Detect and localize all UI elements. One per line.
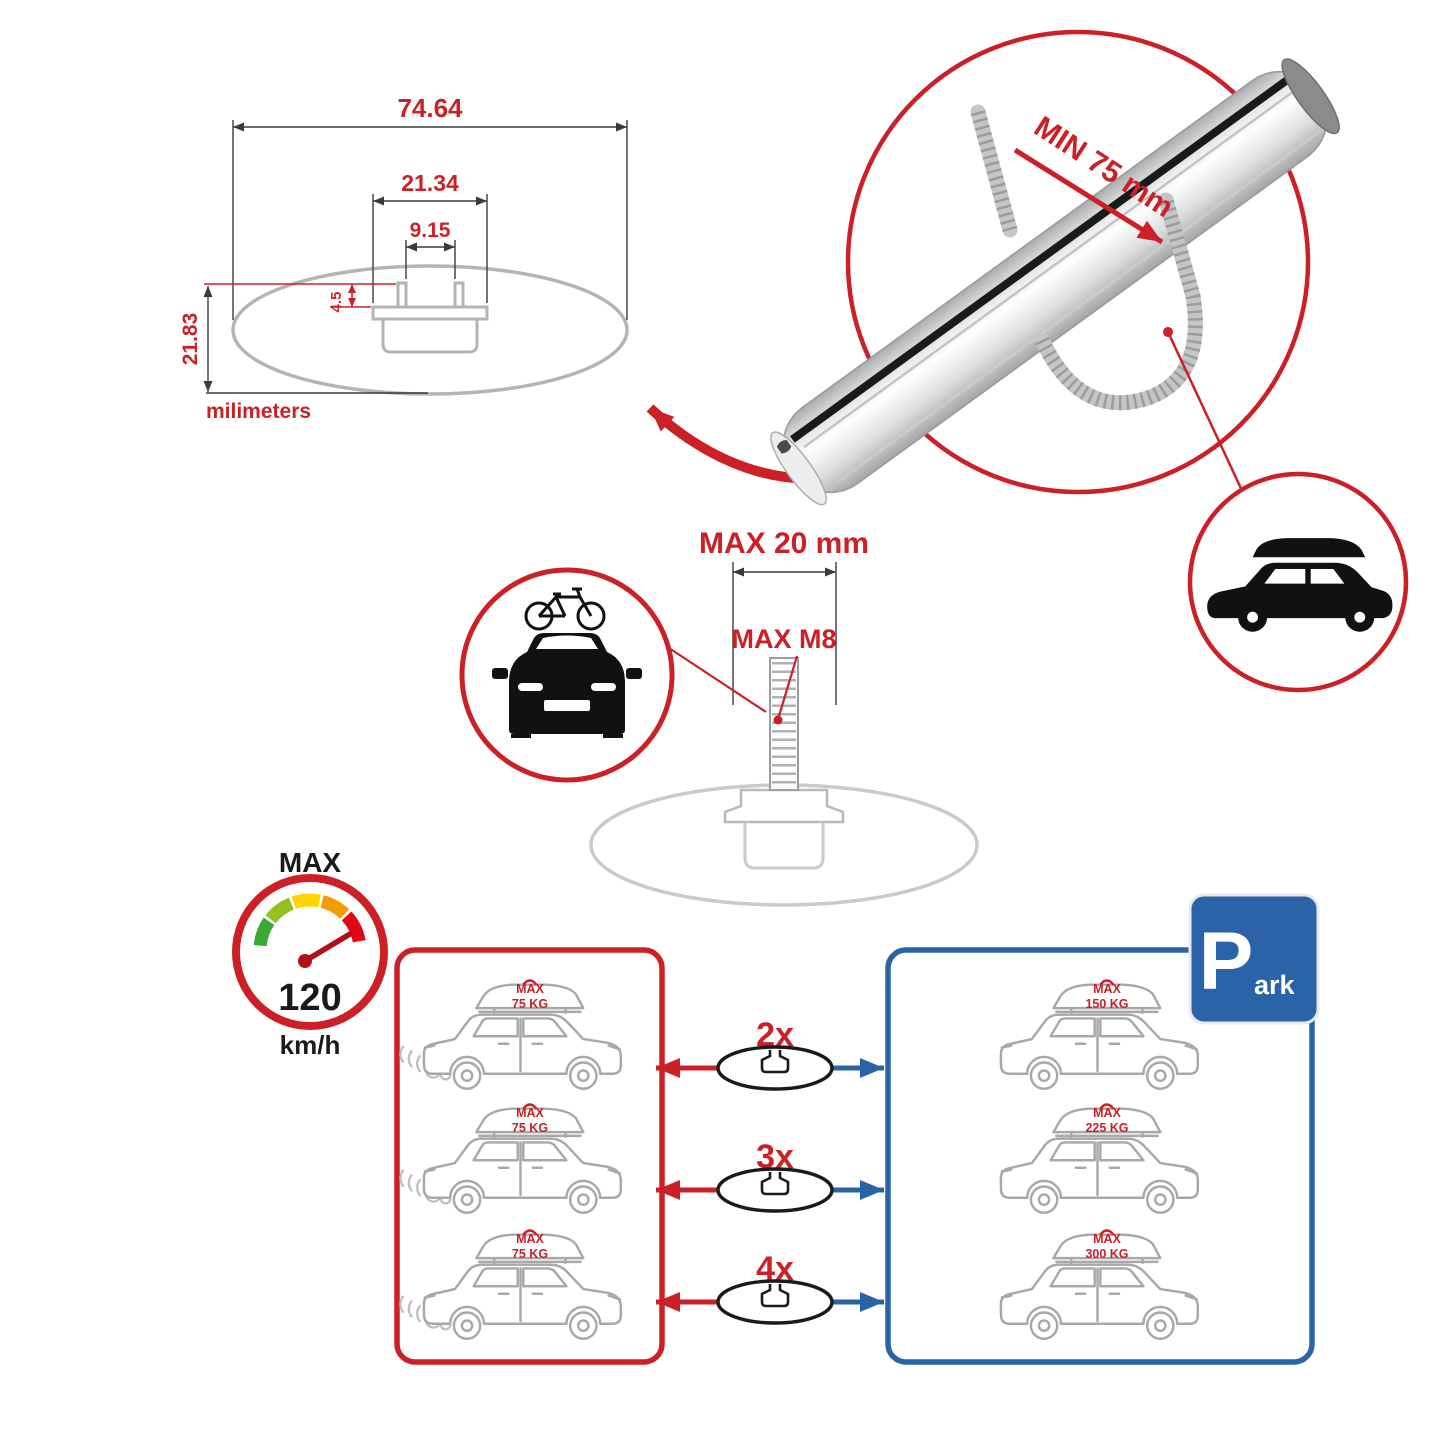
bar-count-option-row: 4x bbox=[656, 1250, 884, 1325]
dimension-total-width-value: 74.64 bbox=[397, 93, 463, 123]
cargo-max-label: MAX bbox=[1093, 1232, 1121, 1246]
cargo-load-value: 75 KG bbox=[512, 1121, 548, 1135]
min-clamp-arrow bbox=[1013, 147, 1164, 245]
cargo-max-label: MAX bbox=[1093, 982, 1121, 996]
max-bolt-length-label: MAX 20 mm bbox=[699, 527, 869, 560]
crossbar-section-icon bbox=[716, 1167, 834, 1213]
cargo-load-value: 300 KG bbox=[1085, 1247, 1128, 1261]
parked-car-row: MAX 150 KG bbox=[999, 979, 1200, 1090]
cargo-max-label: MAX bbox=[516, 982, 544, 996]
park-sign-p: P bbox=[1199, 916, 1254, 1007]
cargo-load-value: 75 KG bbox=[512, 997, 548, 1011]
speedometer-arcs bbox=[253, 893, 366, 947]
crossbar-section-icon bbox=[716, 1279, 834, 1325]
vehicle-roofbox-badge bbox=[1187, 471, 1409, 693]
park-sign: P ark bbox=[1188, 893, 1320, 1025]
dimension-flange-width-value: 21.34 bbox=[401, 170, 459, 196]
bar-count-options: 2x 3x 4x bbox=[656, 1016, 884, 1325]
dimension-bolt-length bbox=[732, 562, 837, 705]
t-slot-profile bbox=[371, 281, 489, 354]
badge-connector-line bbox=[1166, 331, 1254, 513]
bike-vehicle-badge bbox=[459, 567, 767, 783]
thread-leader-line bbox=[777, 655, 799, 717]
driving-car-row: MAX 75 KG bbox=[399, 979, 623, 1090]
bolt-spec-diagram: MAX 20 mm MAX M8 bbox=[589, 527, 979, 907]
dimension-lip-height bbox=[204, 283, 396, 308]
cargo-max-label: MAX bbox=[516, 1106, 544, 1120]
speedometer-needle bbox=[302, 931, 353, 964]
driving-panel-border bbox=[394, 947, 665, 1365]
dimension-total-width bbox=[232, 120, 628, 320]
speed-max-label: MAX bbox=[279, 847, 342, 878]
clamp-bolt-front bbox=[1034, 192, 1203, 411]
units-label: milimeters bbox=[206, 400, 311, 423]
speedometer-hub bbox=[298, 954, 312, 968]
bar-count-option-row: 2x bbox=[656, 1016, 884, 1091]
park-sign-board bbox=[1188, 893, 1320, 1025]
speed-value: 120 bbox=[278, 977, 341, 1019]
parked-car-row: MAX 225 KG bbox=[999, 1103, 1200, 1214]
dimension-slot-width bbox=[405, 240, 456, 279]
driving-car-row: MAX 75 KG bbox=[399, 1229, 623, 1340]
dimension-slot-width-value: 9.15 bbox=[410, 219, 451, 242]
speed-unit: km/h bbox=[280, 1030, 341, 1060]
cargo-max-label: MAX bbox=[516, 1232, 544, 1246]
parked-panel-border bbox=[885, 947, 1315, 1365]
park-sign-ark: ark bbox=[1254, 970, 1296, 1000]
dimension-lip-height-value: 4.5 bbox=[328, 292, 345, 313]
thread-leader-dot bbox=[773, 715, 783, 725]
cross-section-diagram: 74.64 21.34 9.15 4.5 21.83 milimeters bbox=[179, 93, 629, 423]
cargo-load-value: 225 KG bbox=[1085, 1121, 1128, 1135]
parked-car-row: MAX 300 KG bbox=[999, 1229, 1200, 1340]
dimension-flange-width bbox=[372, 194, 488, 303]
parked-panel: MAX 150 KG MAX 225 KG MAX 300 KG bbox=[885, 947, 1315, 1365]
dimension-total-height-value: 21.83 bbox=[179, 313, 202, 366]
dimension-total-height bbox=[203, 286, 428, 394]
crossbar-section-icon bbox=[716, 1045, 834, 1091]
threaded-bolt bbox=[769, 657, 799, 791]
max-thread-label: MAX M8 bbox=[731, 624, 836, 654]
bar-count-option-row: 3x bbox=[656, 1138, 884, 1213]
crossbar-closeup: MIN 75 mm bbox=[770, 29, 1340, 513]
cargo-load-value: 150 KG bbox=[1085, 997, 1128, 1011]
crossbar-render bbox=[770, 58, 1340, 506]
bike-badge-connector-line bbox=[665, 645, 767, 713]
profile-body-ghost bbox=[743, 822, 825, 870]
speed-limit-gauge: MAX 120 km/h bbox=[232, 847, 388, 1060]
cargo-max-label: MAX bbox=[1093, 1106, 1121, 1120]
driving-panel: MAX 75 KG MAX 75 KG MAX 75 KG bbox=[394, 947, 665, 1365]
clamp-bolt-rear bbox=[970, 104, 1018, 238]
driving-car-row: MAX 75 KG bbox=[399, 1103, 623, 1214]
cargo-load-value: 75 KG bbox=[512, 1247, 548, 1261]
t-nut-plate bbox=[723, 788, 845, 824]
